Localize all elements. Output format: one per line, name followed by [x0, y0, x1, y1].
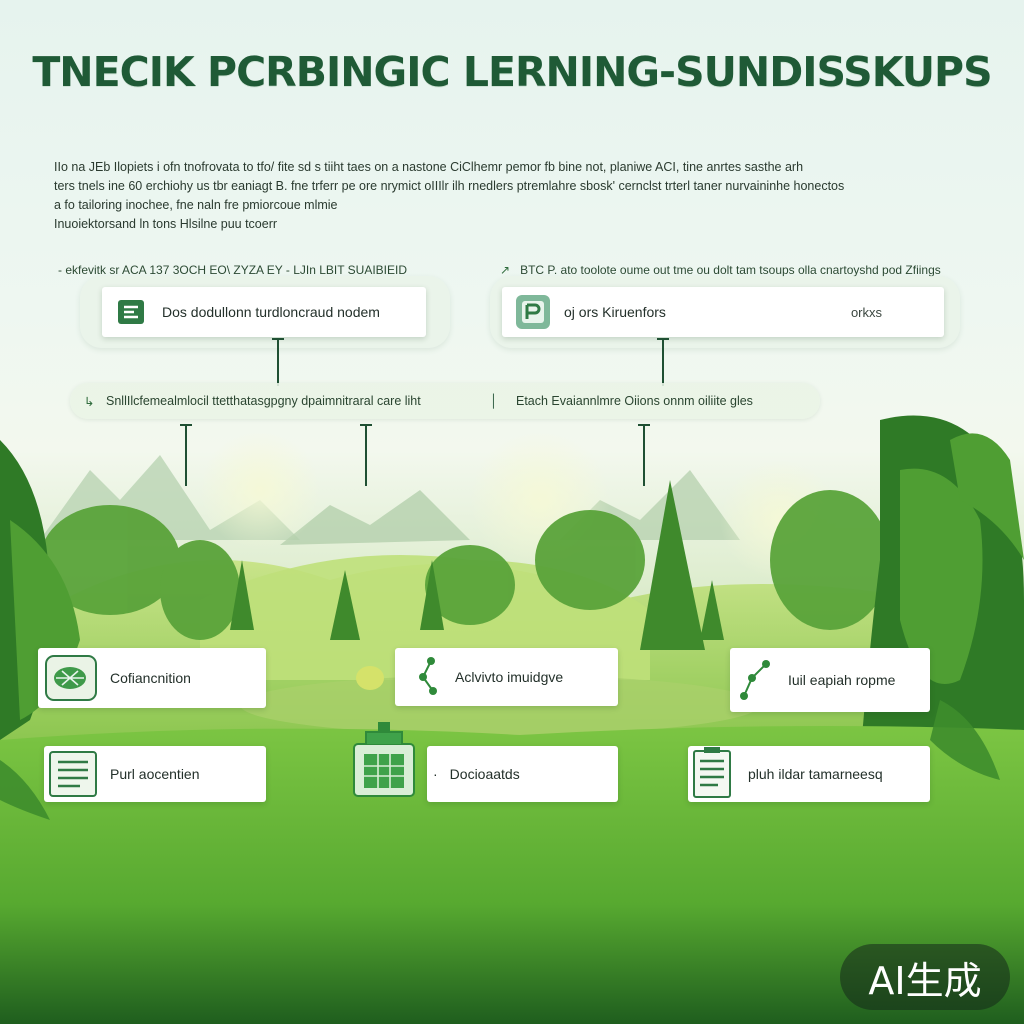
band-text: SnllIlcfemealmlocil ttetthatasgpgny dpai… [106, 394, 421, 408]
ai-generated-badge: AI生成 [840, 944, 1010, 1010]
sprout-icon: ↳ [84, 394, 95, 409]
nodes-icon [409, 655, 443, 699]
card-label: Cofiancnition [110, 670, 191, 686]
document-icon [116, 297, 150, 327]
page-title: TNECIK PCRBINGIC LERNING-SUNDISSKUPS [32, 48, 992, 96]
middle-band: ↳ SnllIlcfemealmlocil ttetthatasgpgny dp… [70, 383, 820, 419]
card-label: pluh ildar tamarneesq [748, 766, 883, 782]
sprout-icon: ↗ [500, 263, 511, 277]
nodes-icon [736, 656, 776, 704]
page-icon [514, 293, 552, 331]
list-icon [48, 750, 98, 798]
intro-paragraph: IIo na JEb Ilopiets i ofn tnofrovata to … [54, 158, 954, 234]
row2-right-card[interactable]: pluh ildar tamarneesq [688, 746, 930, 802]
building-icon [348, 718, 420, 802]
top-right-band: ↗ BTC P. ato toolote oume out tme ou dol… [488, 256, 978, 284]
divider-icon: │ [490, 394, 498, 408]
top-right-card[interactable]: oj ors Kiruenfors orkxs [502, 287, 944, 337]
notes-icon [690, 747, 736, 801]
card-label: Aclvivto imuidgve [455, 669, 564, 685]
intro-line: IIo na JEb Ilopiets i ofn tnofrovata to … [54, 160, 804, 174]
row2-left-card[interactable]: Purl aocentien [44, 746, 266, 802]
intro-line: ters tnels ine 60 erchiohy us tbr eaniag… [54, 179, 845, 193]
top-left-card[interactable]: Dos dodullonn turdloncraud nodem [102, 287, 426, 337]
band-text: Etach Evaiannlmre Oiions onnm oiliite gl… [516, 394, 753, 408]
card-side-label: orkxs [850, 304, 882, 320]
connector-arrow [180, 424, 192, 486]
row1-mid-card[interactable]: Aclvivto imuidgve [395, 648, 618, 706]
card-label: oj ors Kiruenfors [564, 304, 666, 320]
leaf-icon [44, 654, 98, 702]
intro-line: Inuoiektorsand ln tons Hlsilne puu tcoer… [54, 217, 278, 231]
connector-arrow [272, 338, 284, 386]
card-label: Purl aocentien [110, 766, 200, 782]
connector-arrow [657, 338, 669, 386]
intro-line: a fo tailoring inochee, fne naln fre pmi… [54, 198, 338, 212]
top-left-band: - ekfevitk sr ACA 137 3OCH EO\ ZYZA EY -… [46, 256, 476, 284]
band-text: - ekfevitk sr ACA 137 3OCH EO\ ZYZA EY -… [58, 263, 408, 277]
row2-mid-card[interactable]: · Docioaatds [427, 746, 618, 802]
card-label: Dos dodullonn turdloncraud nodem [162, 304, 380, 320]
row1-right-card[interactable]: Iuil eapiah ropme [730, 648, 930, 712]
bullet-icon: · [433, 766, 438, 782]
card-label: Iuil eapiah ropme [788, 672, 896, 688]
band-text: BTC P. ato toolote oume out tme ou dolt … [520, 263, 941, 277]
card-label: Docioaatds [449, 766, 520, 782]
row1-left-card[interactable]: Cofiancnition [38, 648, 266, 708]
connector-arrow [360, 424, 372, 486]
connector-arrow [638, 424, 650, 486]
